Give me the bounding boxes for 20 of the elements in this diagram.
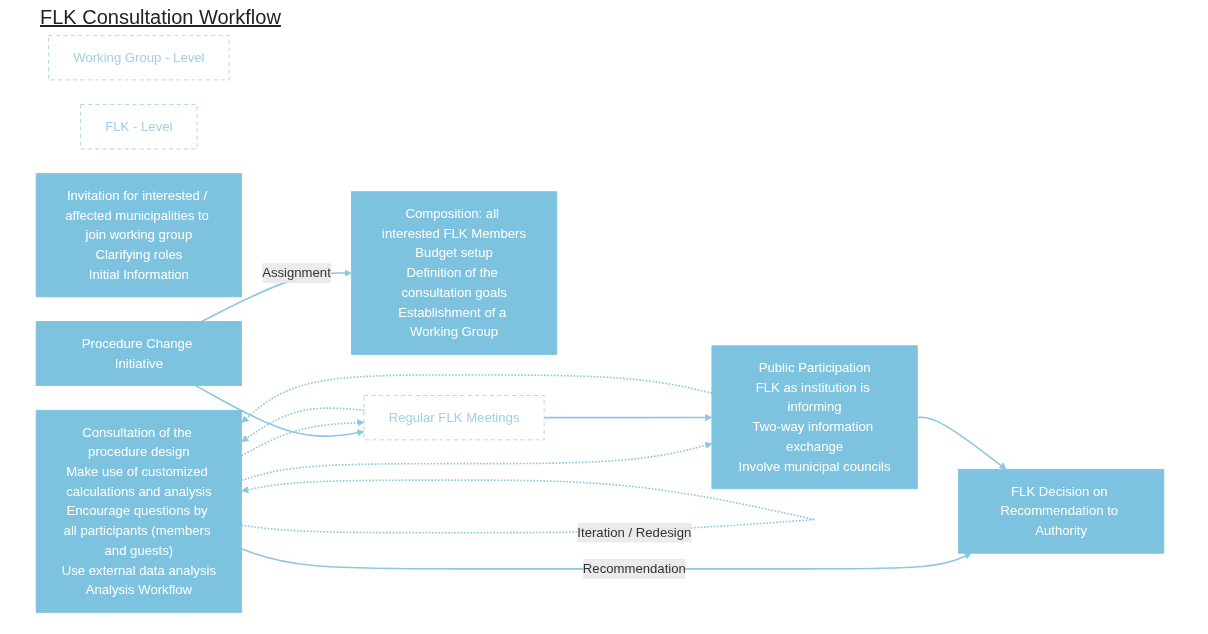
edge-label: Assignment xyxy=(262,265,331,280)
node-box: Public Participation FLK as institution is informing Two-way information exchange Involve municipal councils xyxy=(711,345,918,490)
edge-label: Recommendation xyxy=(582,561,686,576)
arrow xyxy=(916,416,1007,470)
node-box: Procedure Change Initiative xyxy=(35,321,242,387)
arrow xyxy=(543,413,713,422)
arrow xyxy=(194,384,365,437)
node-box: Working Group - Level xyxy=(48,35,230,81)
edge-label: Iteration / Redesign xyxy=(577,525,692,540)
arrow xyxy=(241,374,713,423)
arrow xyxy=(240,441,713,482)
node-box: FLK Decision on Recommendation to Authority xyxy=(958,469,1165,554)
node-box: FLK - Level xyxy=(80,104,198,150)
node-box: Composition: all interested FLK Members Budget setup Definition of the consultation goals Establishment of a Working Group xyxy=(350,191,558,355)
node-box: Regular FLK Meetings xyxy=(363,395,545,441)
arrow xyxy=(241,407,365,443)
arrow xyxy=(240,419,365,457)
diagram-title: FLK Consultation Workflow xyxy=(40,6,282,29)
node-box: Invitation for interested / affected municipalities to join working group Clarifying roles Initial Information xyxy=(35,173,242,298)
node-box: Consultation of the procedure design Make use of customized calculations and analysis Encourage questions by all participants (members and guests) Use external data analysis Analysis Workflow xyxy=(35,409,242,613)
